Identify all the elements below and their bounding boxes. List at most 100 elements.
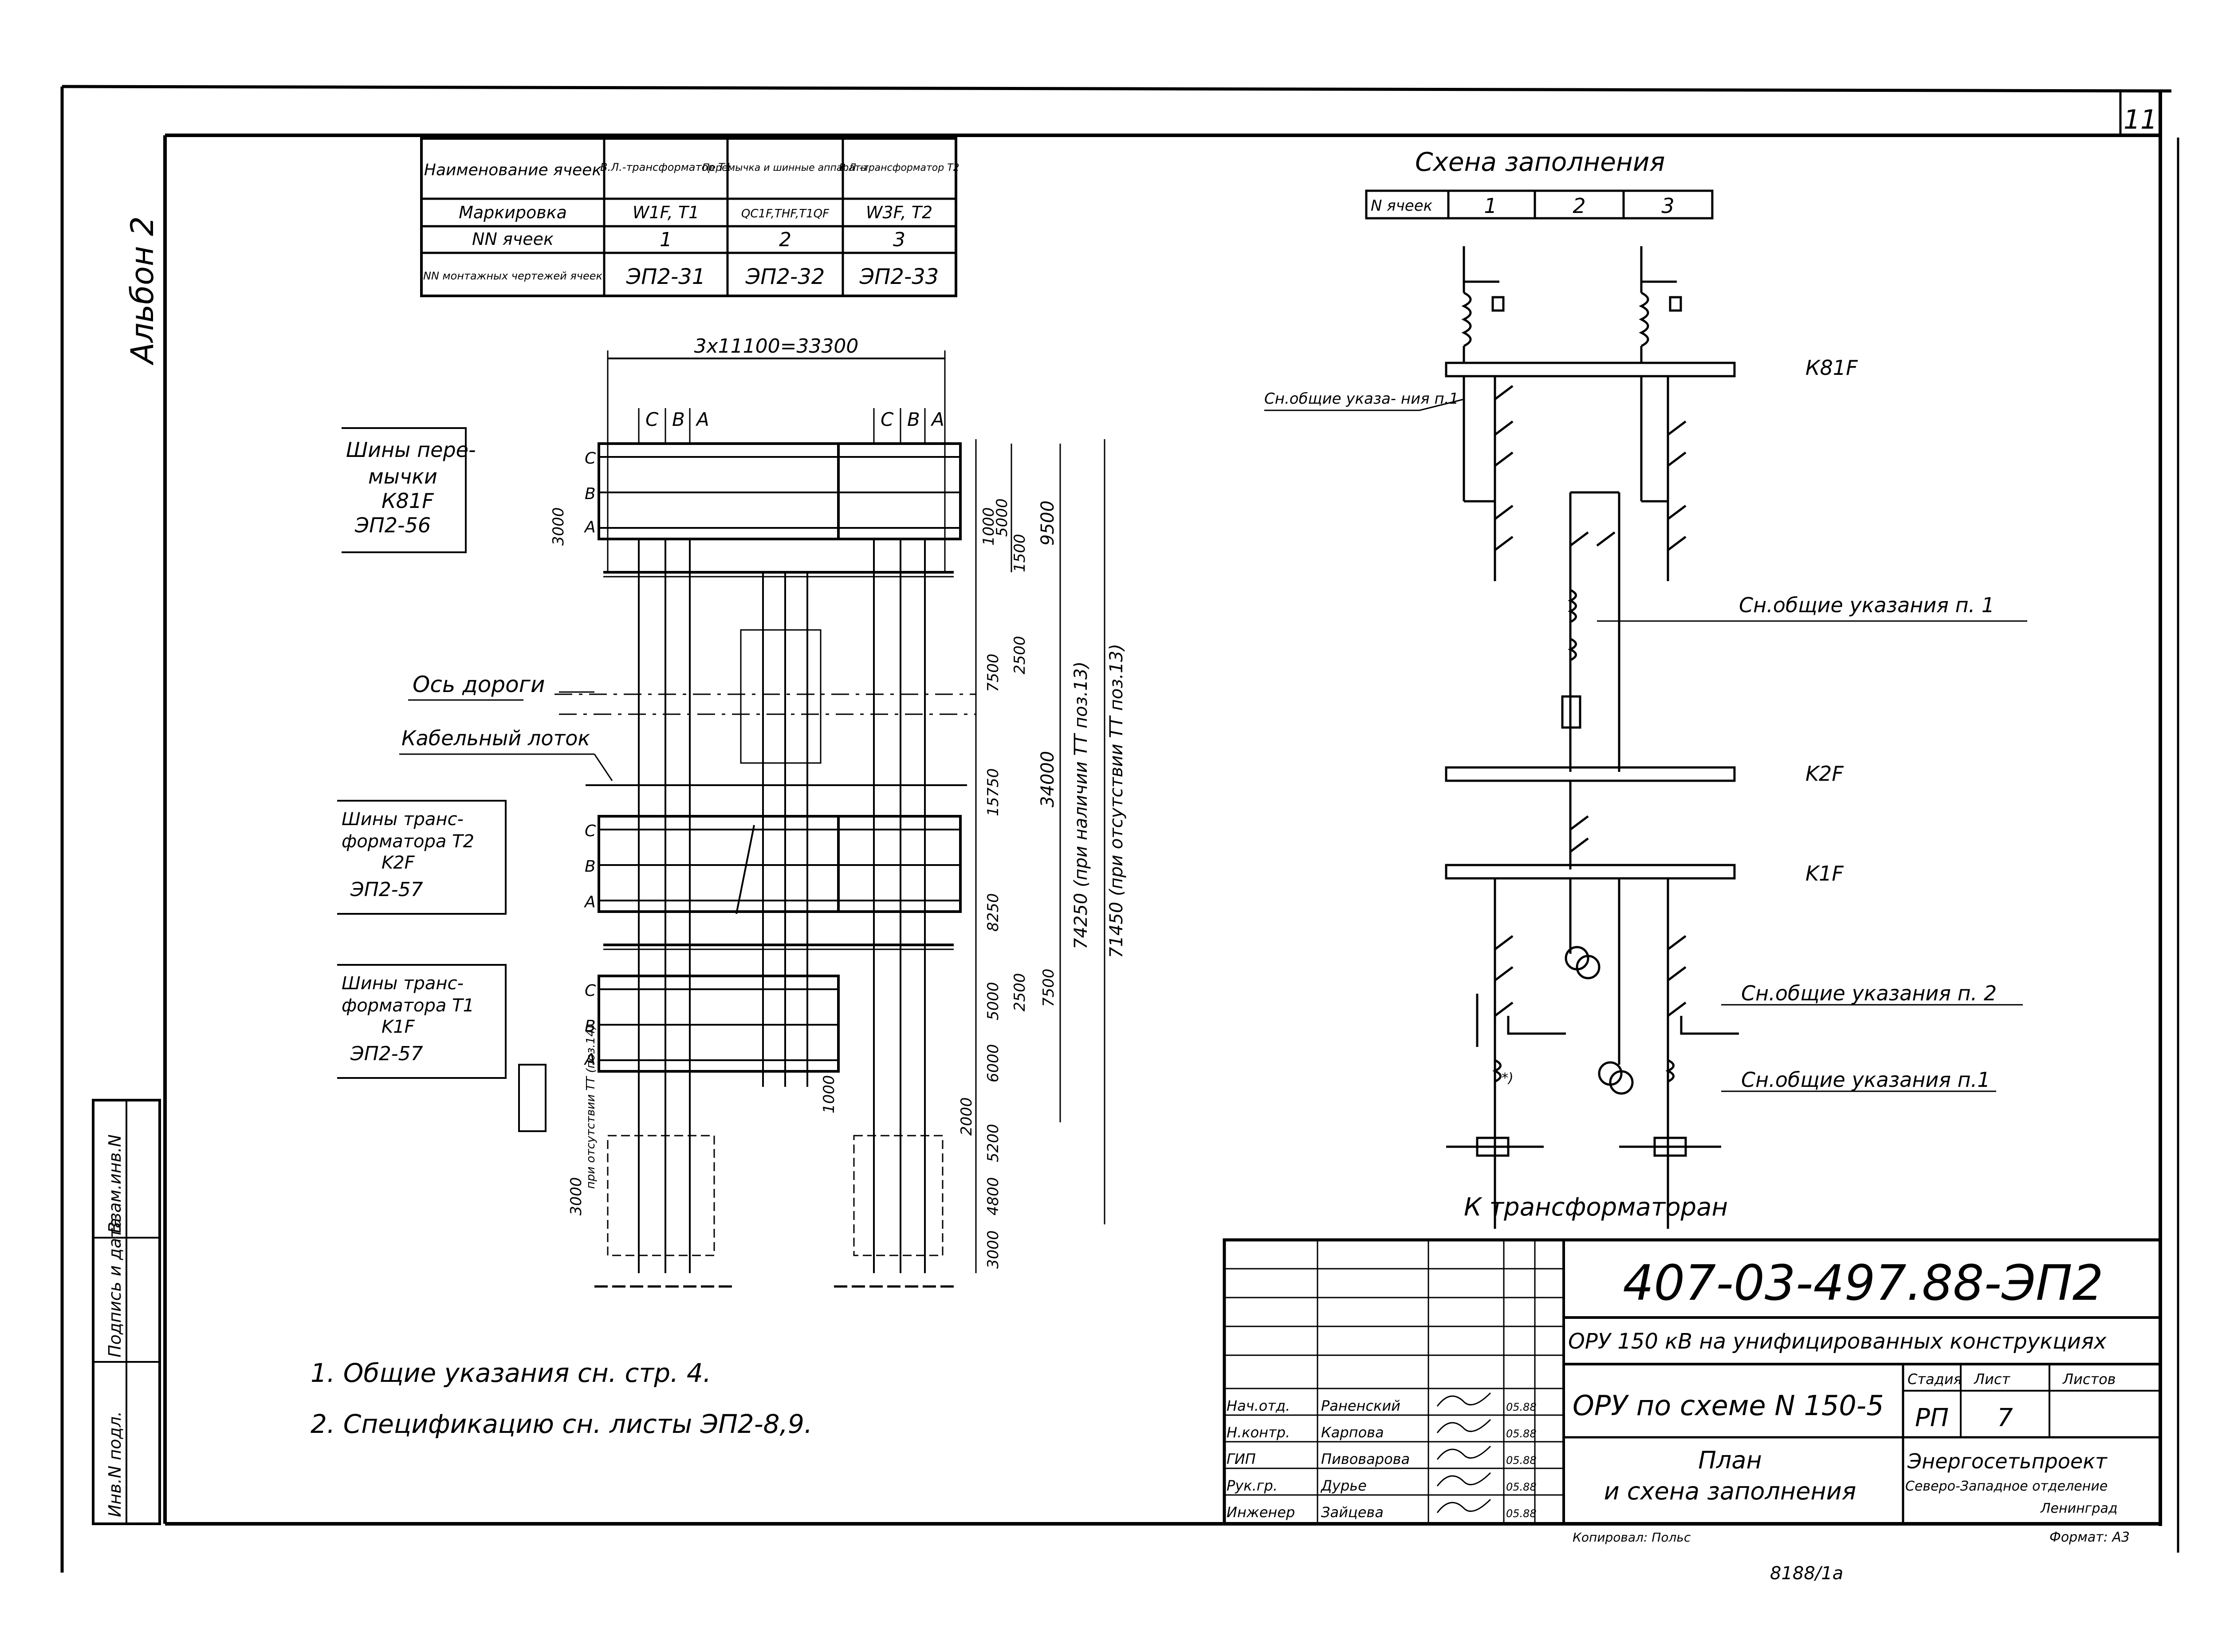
dim-7500b: 7500	[1040, 968, 1058, 1007]
general-note-2: 2. Спецификацию сн. листы ЭП2-8,9.	[311, 1409, 812, 1439]
dim-5000: 5000	[993, 498, 1011, 537]
bus2-phase-c: С	[585, 822, 596, 840]
scheme-title: Схена заполнения	[1415, 147, 1665, 177]
table-header-name: Наименование ячеек	[424, 161, 602, 179]
bus3-phase-a: А	[584, 1050, 596, 1069]
dim-9500: 9500	[1038, 500, 1058, 546]
stamp-inv-replace: Взам.инв.N	[105, 1134, 125, 1233]
svg-text:Шины транс-: Шины транс-	[342, 973, 464, 994]
org-branch: Северо-Западное отделение	[1905, 1479, 2108, 1494]
road-axis-label: Ось дороги	[413, 672, 545, 697]
stage-label: Стадия	[1907, 1371, 1962, 1388]
bus3-phase-b: В	[585, 1017, 596, 1035]
dim-5200: 5200	[984, 1124, 1002, 1162]
phase-a-left: А	[695, 409, 709, 430]
scheme-mark: *)	[1502, 1070, 1514, 1086]
sig-role-5: Инженер	[1227, 1504, 1295, 1521]
sig-name-1: Раненский	[1321, 1397, 1400, 1414]
plan-label-k81f: Шины пере- мычки К81F ЭП2-56	[342, 427, 476, 553]
scheme-note-1: Сн.общие указа- ния п.1	[1264, 390, 1459, 408]
org-name: Энергосетьпроект	[1907, 1449, 2108, 1473]
dim-left-3000-bottom: 3000	[567, 1177, 585, 1215]
scheme-view: Схена заполнения N ячеек 1 2 3 К81F	[1264, 147, 2027, 1229]
sig-date-3: 05.88	[1506, 1454, 1537, 1467]
svg-text:Шины транс-: Шины транс-	[342, 809, 464, 830]
bus-label-k81f: К81F	[1805, 356, 1858, 380]
sig-name-3: Пивоварова	[1321, 1451, 1410, 1467]
table-drawing-3: ЭП2-33	[859, 264, 939, 289]
dim-total-1: 74250 (при наличии ТТ поз.13)	[1071, 661, 1091, 949]
svg-text:ЭП2-56: ЭП2-56	[354, 513, 431, 537]
bus-label-k1f: K1F	[1805, 861, 1844, 885]
dim-2500: 2500	[1011, 636, 1029, 674]
bus2-phase-a: А	[584, 893, 596, 911]
dim-8250: 8250	[984, 893, 1002, 932]
bus1-phase-b: В	[585, 485, 596, 503]
stamp-inv-original: Инв.N подл.	[105, 1411, 125, 1517]
phase-b-right: В	[907, 409, 920, 430]
phase-a-right: А	[930, 409, 944, 430]
dim-left-1000: 1000	[820, 1075, 838, 1113]
sig-role-4: Рук.гр.	[1227, 1477, 1278, 1494]
table-label-drawings: NN монтажных чертежей ячеек	[423, 270, 602, 282]
bus2-phase-b: В	[585, 857, 596, 876]
scheme-cells-header: N ячеек	[1371, 197, 1433, 215]
table-header-cell1: В.Л.-трансформатор Т1	[600, 161, 731, 173]
svg-text:K1F: K1F	[381, 1017, 415, 1037]
plan-label-k1f: Шины транс- форматора Т1 K1F ЭП2-57	[337, 964, 507, 1079]
table-marking-1: W1F, T1	[633, 203, 699, 222]
sig-name-2: Карпова	[1321, 1424, 1384, 1441]
plan-label-k2f: Шины транс- форматора Т2 K2F ЭП2-57	[337, 800, 507, 915]
table-header-cell2: Перемычка и шинные аппараты	[702, 162, 868, 173]
sig-date-5: 05.88	[1506, 1507, 1537, 1520]
svg-text:Шины пере-: Шины пере-	[346, 438, 476, 462]
designation: 407-03-497.88-ЭП2	[1623, 1255, 2103, 1311]
dim-34000: 34000	[1038, 751, 1058, 807]
dim-7500: 7500	[984, 653, 1002, 692]
table-drawing-1: ЭП2-31	[626, 264, 706, 289]
title-block: Нач.отд. Раненский 05.88 Н.контр. Карпов…	[1223, 1238, 2162, 1526]
svg-text:К81F: К81F	[381, 489, 434, 513]
scheme-cell-3: 3	[1661, 194, 1674, 218]
plan-overall-dim: 3x11100=33300	[694, 335, 859, 358]
table-cell-no-2: 2	[779, 228, 791, 251]
scheme-note-4: Сн.общие указания п.1	[1741, 1068, 1990, 1092]
bottom-stamp: 8188/1a	[1770, 1563, 1843, 1584]
svg-text:форматора Т1: форматора Т1	[342, 995, 474, 1016]
table-marking-2: QC1F,TНF,T1QF	[741, 207, 830, 220]
table-cell-no-1: 1	[660, 228, 672, 251]
sig-role-3: ГИП	[1227, 1451, 1256, 1467]
scheme-note-2: Сн.общие указания п. 1	[1739, 593, 1994, 617]
table-cell-no-3: 3	[893, 228, 905, 251]
sheet-frame	[60, 85, 2179, 1573]
svg-text:форматора Т2: форматора Т2	[342, 831, 474, 852]
table-drawing-2: ЭП2-32	[745, 264, 825, 289]
phase-c-right: С	[881, 409, 894, 430]
svg-text:ЭП2-57: ЭП2-57	[350, 878, 423, 901]
svg-text:мычки: мычки	[368, 464, 437, 488]
sig-date-1: 05.88	[1506, 1401, 1537, 1413]
table-header-cell3: В.Л.-трансформатор Т2	[839, 162, 959, 173]
table-label-cells: NN ячеек	[472, 229, 554, 249]
sheet-label: Лист	[1974, 1371, 2010, 1388]
dim-left-3000-top: 3000	[550, 507, 567, 546]
sig-date-4: 05.88	[1506, 1481, 1537, 1493]
dim-15750: 15750	[984, 768, 1002, 816]
scheme-bottom-label: К трансформаторан	[1464, 1193, 1728, 1222]
format-label: Формат: А3	[2049, 1530, 2130, 1545]
scheme-note-3: Сн.общие указания п. 2	[1741, 981, 1997, 1005]
dim-5000b: 5000	[984, 982, 1002, 1020]
dim-3000: 3000	[984, 1230, 1002, 1269]
scheme-cell-2: 2	[1573, 194, 1585, 218]
sig-date-2: 05.88	[1506, 1428, 1537, 1440]
bus1-phase-a: А	[584, 518, 596, 536]
svg-text:ЭП2-57: ЭП2-57	[350, 1042, 423, 1065]
sheet-no-value: 7	[1997, 1404, 2013, 1432]
phase-b-left: В	[672, 409, 685, 430]
dim-2500b: 2500	[1011, 973, 1029, 1011]
sheets-label: Листов	[2062, 1371, 2116, 1388]
table-marking-3: W3F, T2	[866, 203, 932, 222]
dim-6000: 6000	[984, 1044, 1002, 1082]
dim-1000: 1000	[980, 507, 998, 546]
